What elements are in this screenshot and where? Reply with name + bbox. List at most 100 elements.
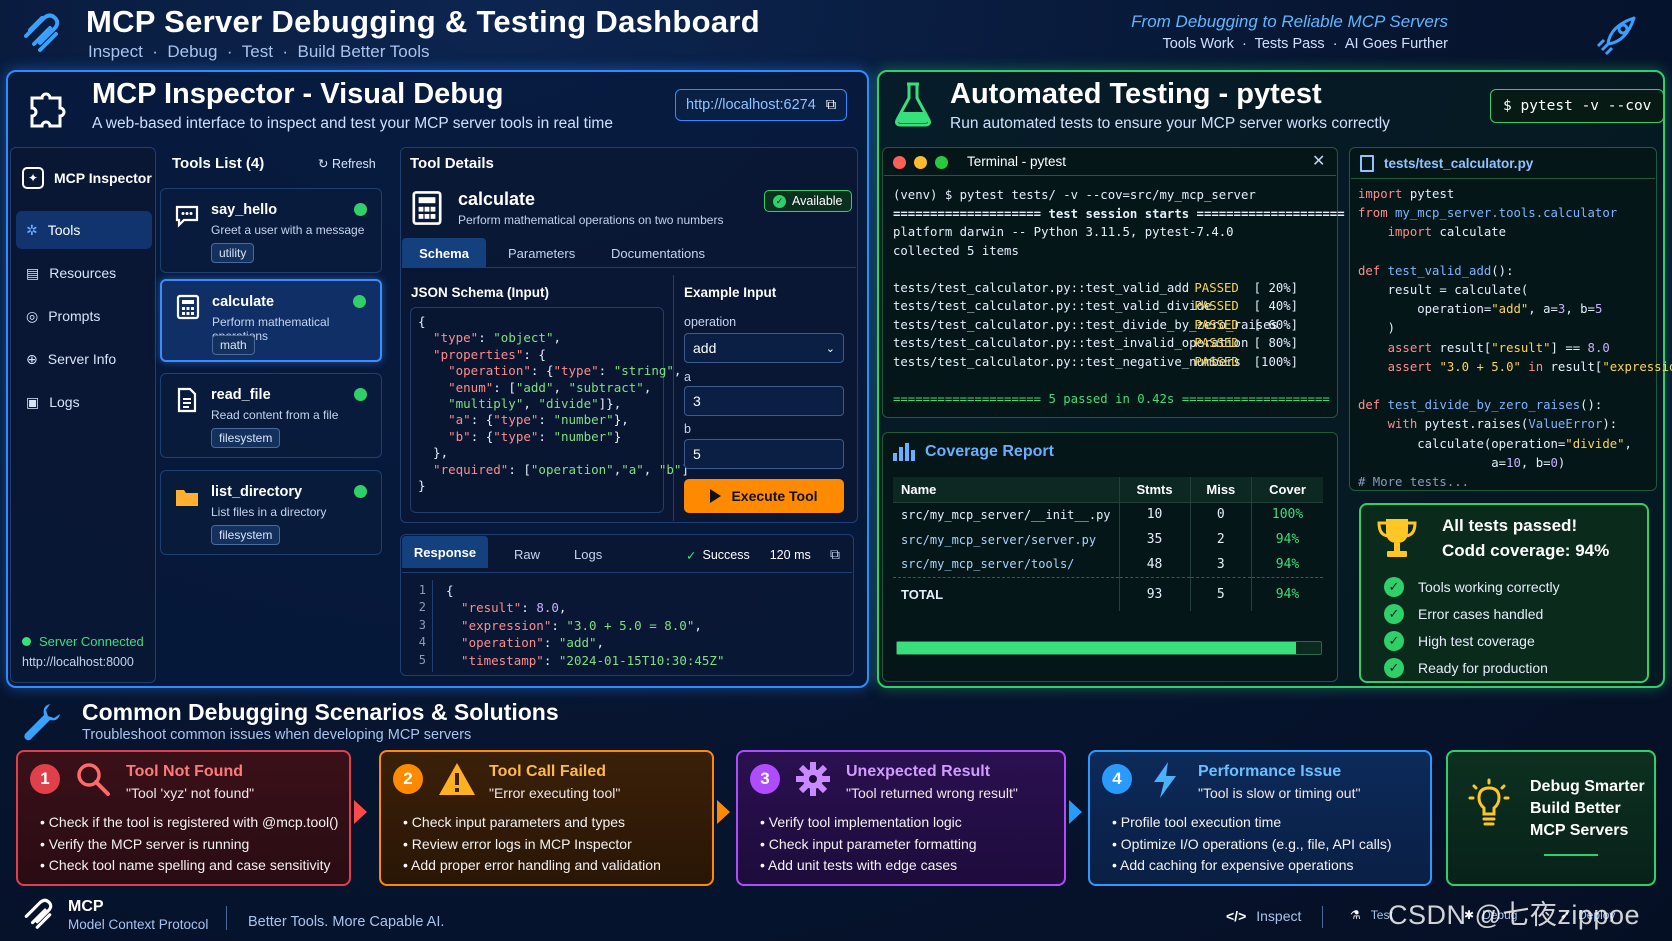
header-tagline-sub: Tools Work · Tests Pass · AI Goes Furthe… xyxy=(1162,36,1448,52)
trophy-icon xyxy=(1377,519,1417,557)
execute-tool-button[interactable]: Execute Tool xyxy=(684,479,844,513)
tab-documentations[interactable]: Documentations xyxy=(611,246,705,261)
chat-bubble-icon xyxy=(173,201,201,229)
code-icon: </> xyxy=(1226,908,1247,924)
tab-raw[interactable]: Raw xyxy=(514,547,541,562)
document-icon: ▤ xyxy=(26,264,40,281)
inspector-url-link[interactable]: http://localhost:6274 ⧉ xyxy=(675,89,848,121)
status-dot-icon xyxy=(354,388,367,401)
play-icon xyxy=(710,489,722,503)
tool-name: list_directory xyxy=(211,484,303,500)
subtitle-test: Test xyxy=(241,42,273,61)
subtitle-build: Build Better Tools xyxy=(297,42,430,61)
scenario-points: Check if the tool is registered with @mc… xyxy=(40,812,339,877)
server-status: Server Connected xyxy=(22,634,144,649)
tool-name: say_hello xyxy=(211,202,278,218)
check-item: ✓High test coverage xyxy=(1384,628,1560,653)
example-title: Example Input xyxy=(684,285,777,300)
test-row: tests/test_calculator.py::test_divide_by… xyxy=(893,317,1299,332)
scenario-quote: "Tool returned wrong result" xyxy=(846,785,1018,801)
b-input[interactable]: 5 xyxy=(684,439,844,469)
tools-icon: ✲ xyxy=(26,221,38,238)
result-title: All tests passed! xyxy=(1442,516,1578,535)
check-circle-icon: ✓ xyxy=(1384,576,1404,597)
status-dot-icon xyxy=(353,295,366,308)
coverage-progress-fill xyxy=(897,642,1296,654)
scenarios-title: Common Debugging Scenarios & Solutions xyxy=(82,699,559,725)
test-row: tests/test_calculator.py::test_negative_… xyxy=(893,354,1299,369)
status-dot-icon xyxy=(354,203,367,216)
minimize-dot-icon xyxy=(914,156,927,169)
operation-select[interactable]: add⌄ xyxy=(684,333,844,363)
schema-title: JSON Schema (Input) xyxy=(411,285,550,300)
check-item: ✓Ready for production xyxy=(1384,655,1560,680)
tab-logs[interactable]: Logs xyxy=(574,547,603,562)
tab-response[interactable]: Response xyxy=(402,536,488,568)
pytest-command[interactable]: $ pytest -v --cov xyxy=(1490,89,1665,123)
refresh-button[interactable]: ↻ Refresh xyxy=(318,157,376,171)
inspector-title: MCP Inspector - Visual Debug xyxy=(92,78,504,110)
footer-link-debug[interactable]: ✱Debug xyxy=(1464,908,1518,922)
nav-prompts[interactable]: ◎Prompts xyxy=(26,307,101,325)
logs-icon: ▣ xyxy=(26,393,40,410)
scenario-card-4: 4 Performance Issue "Tool is slow or tim… xyxy=(1088,750,1432,886)
nav-logs[interactable]: ▣Logs xyxy=(26,393,80,411)
inspector-url-text: http://localhost:6274 xyxy=(686,97,816,113)
a-label: a xyxy=(684,370,691,384)
lightning-icon xyxy=(1150,760,1180,805)
test-row: tests/test_calculator.py::test_valid_add… xyxy=(893,280,1299,295)
scenario-points: Profile tool execution timeOptimize I/O … xyxy=(1112,812,1392,877)
close-icon[interactable]: ✕ xyxy=(1312,153,1326,170)
detail-tab-bar xyxy=(402,238,856,268)
scenario-number: 3 xyxy=(750,764,780,794)
scenario-points: Verify tool implementation logicCheck in… xyxy=(760,812,977,877)
nav-server-info[interactable]: ⊕Server Info xyxy=(26,350,117,368)
tab-schema[interactable]: Schema xyxy=(402,238,486,268)
bug-icon: ✱ xyxy=(1464,908,1475,922)
tool-name: read_file xyxy=(211,387,271,403)
testing-title: Automated Testing - pytest xyxy=(950,78,1322,110)
footer-brand: MCP xyxy=(68,898,104,915)
page-title: MCP Server Debugging & Testing Dashboard xyxy=(86,4,761,39)
test-file-panel xyxy=(1349,147,1657,491)
tool-desc: Greet a user with a message xyxy=(211,223,365,237)
motto-underline xyxy=(1544,854,1598,856)
tool-card-list-directory[interactable]: list_directory List files in a directory… xyxy=(160,470,382,555)
schema-code: { "type": "object", "properties": { "ope… xyxy=(418,314,689,494)
footer-link-test[interactable]: ⚗Test xyxy=(1350,908,1393,922)
test-file-header: tests/test_calculator.py xyxy=(1360,155,1533,172)
a-input[interactable]: 3 xyxy=(684,386,844,416)
subtitle-inspect: Inspect xyxy=(88,42,143,61)
nav-tools[interactable]: ✲Tools xyxy=(16,211,152,249)
tools-list-header: Tools List (4) xyxy=(172,155,265,172)
window-controls[interactable] xyxy=(893,156,948,169)
response-code: { "result": 8.0, "expression": "3.0 + 5.… xyxy=(446,583,725,668)
status-badge: ✓ Available xyxy=(764,190,852,212)
scenarios-subtitle: Troubleshoot common issues when developi… xyxy=(82,727,472,743)
result-coverage: Codd coverage: 94% xyxy=(1442,541,1610,560)
terminal-title: Terminal - pytest xyxy=(967,154,1067,169)
scenario-number: 2 xyxy=(393,764,423,794)
footer-link-deploy[interactable]: ➶Deploy xyxy=(1560,908,1616,922)
test-row: tests/test_calculator.py::test_valid_div… xyxy=(893,299,1299,313)
file-icon xyxy=(1360,155,1374,172)
footer-link-inspect[interactable]: </>Inspect xyxy=(1226,908,1302,924)
scenario-title: Unexpected Result xyxy=(846,763,991,780)
response-divider xyxy=(402,572,852,573)
tab-parameters[interactable]: Parameters xyxy=(508,246,576,261)
check-circle-icon: ✓ xyxy=(1384,630,1404,651)
copy-icon[interactable]: ⧉ xyxy=(830,546,840,562)
example-input-panel xyxy=(673,275,854,521)
wrench-icon xyxy=(24,704,60,741)
tool-card-read-file[interactable]: read_file Read content from a file files… xyxy=(160,373,382,458)
file-icon xyxy=(173,386,201,414)
nav-resources[interactable]: ▤Resources xyxy=(26,264,117,282)
arrow-right-icon xyxy=(354,800,367,824)
tool-card-say-hello[interactable]: say_hello Greet a user with a message ut… xyxy=(160,188,382,273)
puzzle-icon xyxy=(30,92,66,128)
calculator-icon xyxy=(174,293,202,321)
tool-card-calculate[interactable]: calculate Perform mathematical operation… xyxy=(160,279,382,362)
scenario-card-2: 2 Tool Call Failed "Error executing tool… xyxy=(379,750,714,886)
